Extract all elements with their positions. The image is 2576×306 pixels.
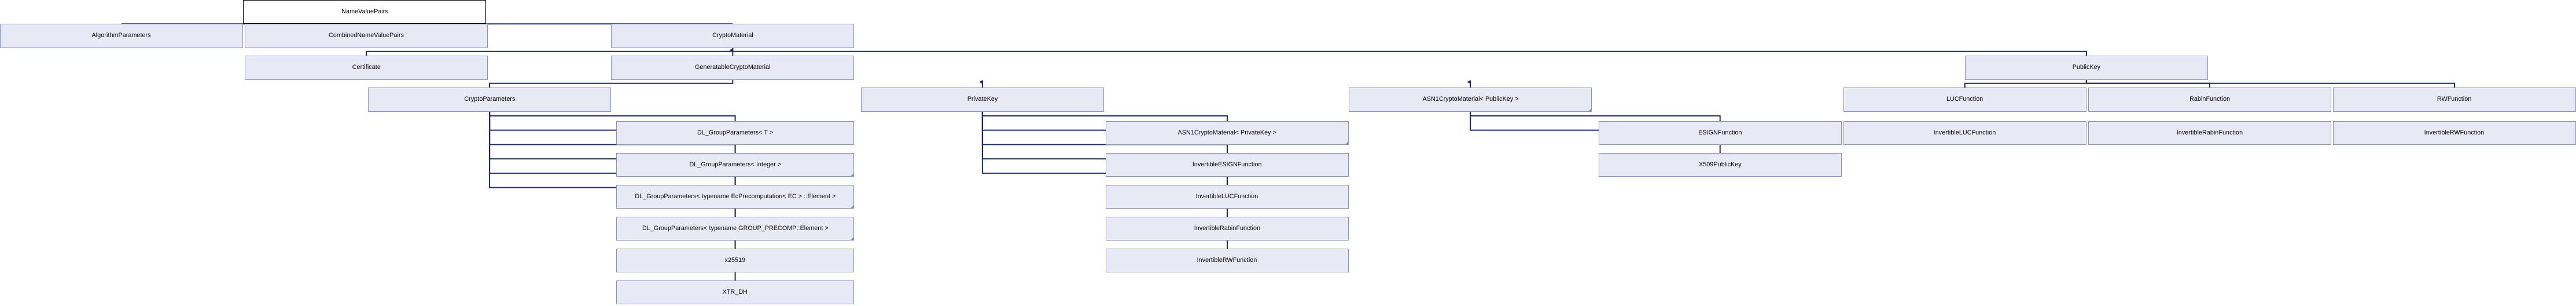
class-node-n1[interactable]: AlgorithmParameters <box>0 24 244 48</box>
class-node-n16[interactable]: InvertibleLUCFunction <box>1843 121 2086 145</box>
class-node-n22[interactable]: DL_GroupParameters< typename EcPrecomput… <box>616 185 855 209</box>
class-node-n14[interactable]: ASN1CryptoMaterial< PrivateKey > <box>1105 121 1349 145</box>
class-node-n7[interactable]: CryptoParameters <box>368 88 612 112</box>
class-node-n10[interactable]: LUCFunction <box>1843 88 2086 112</box>
class-node-label: CombinedNameValuePairs <box>329 32 404 39</box>
edge <box>981 111 1228 121</box>
edge <box>489 111 736 121</box>
class-node-n28[interactable]: XTR_DH <box>616 280 855 305</box>
class-node-label: InvertibleLUCFunction <box>1933 129 1996 137</box>
class-node-n23[interactable]: InvertibleLUCFunction <box>1105 185 1349 209</box>
class-node-n17[interactable]: InvertibleRabinFunction <box>2088 121 2331 145</box>
edge <box>489 79 734 88</box>
class-node-label: DL_GroupParameters< Integer > <box>689 161 781 169</box>
class-node-label: RWFunction <box>2437 96 2472 103</box>
class-node-n12[interactable]: RWFunction <box>2332 88 2576 112</box>
class-node-n18[interactable]: InvertibleRWFunction <box>2332 121 2576 145</box>
class-node-label: PublicKey <box>2072 64 2101 71</box>
class-node-n3[interactable]: CryptoMaterial <box>611 24 855 48</box>
class-node-n9[interactable]: ASN1CryptoMaterial< PublicKey > <box>1349 88 1592 112</box>
class-node-label: InvertibleESIGNFunction <box>1193 161 1262 169</box>
class-node-label: CryptoParameters <box>464 96 516 103</box>
class-node-n20[interactable]: InvertibleESIGNFunction <box>1105 153 1349 177</box>
class-node-n24[interactable]: DL_GroupParameters< typename GROUP_PRECO… <box>616 217 855 241</box>
edge <box>2085 79 2455 88</box>
class-node-label: Certificate <box>352 64 381 71</box>
class-node-label: CryptoMaterial <box>712 32 753 39</box>
class-node-n21[interactable]: X509PublicKey <box>1598 153 1842 177</box>
class-node-label: X509PublicKey <box>1698 161 1742 169</box>
class-node-label: ESIGNFunction <box>1698 129 1742 137</box>
class-node-label: RabinFunction <box>2189 96 2230 103</box>
edge <box>2085 79 2210 88</box>
class-node-n19[interactable]: DL_GroupParameters< Integer > <box>616 153 855 177</box>
class-node-label: InvertibleRabinFunction <box>1194 225 1261 232</box>
class-node-label: PrivateKey <box>967 96 998 103</box>
class-node-label: InvertibleLUCFunction <box>1196 193 1258 201</box>
class-node-n4[interactable]: Certificate <box>245 56 488 80</box>
class-node-n27[interactable]: InvertibleRWFunction <box>1105 249 1349 273</box>
class-node-label: InvertibleRWFunction <box>1197 257 1257 264</box>
class-node-n6[interactable]: PublicKey <box>1964 56 2208 80</box>
class-node-n26[interactable]: x25519 <box>616 249 855 273</box>
edge <box>1470 111 1721 121</box>
edge <box>1964 79 2087 88</box>
class-node-label: DL_GroupParameters< T > <box>697 129 774 137</box>
class-node-n8[interactable]: PrivateKey <box>860 88 1104 112</box>
class-node-label: AlgorithmParameters <box>92 32 152 39</box>
edge <box>732 48 2087 56</box>
class-node-label: ASN1CryptoMaterial< PrivateKey > <box>1177 129 1277 137</box>
class-node-label: DL_GroupParameters< typename GROUP_PRECO… <box>642 225 829 232</box>
class-node-n11[interactable]: RabinFunction <box>2088 88 2331 112</box>
class-node-n15[interactable]: ESIGNFunction <box>1598 121 1842 145</box>
class-node-n13[interactable]: DL_GroupParameters< T > <box>616 121 855 145</box>
class-node-label: NameValuePairs <box>341 8 388 16</box>
class-node-label: x25519 <box>724 257 746 264</box>
class-node-label: InvertibleRWFunction <box>2424 129 2485 137</box>
class-node-label: XTR_DH <box>722 289 748 296</box>
class-node-n2[interactable]: CombinedNameValuePairs <box>245 24 488 48</box>
class-node-label: DL_GroupParameters< typename EcPrecomput… <box>634 193 836 201</box>
class-node-n25[interactable]: InvertibleRabinFunction <box>1105 217 1349 241</box>
class-node-label: GeneratableCryptoMaterial <box>695 64 771 71</box>
class-node-label: ASN1CryptoMaterial< PublicKey > <box>1422 96 1519 103</box>
class-node-label: InvertibleRabinFunction <box>2176 129 2243 137</box>
edge <box>366 48 734 56</box>
class-node-label: LUCFunction <box>1946 96 1983 103</box>
class-node-n0[interactable]: NameValuePairs <box>243 0 487 24</box>
class-node-n5[interactable]: GeneratableCryptoMaterial <box>611 56 855 80</box>
